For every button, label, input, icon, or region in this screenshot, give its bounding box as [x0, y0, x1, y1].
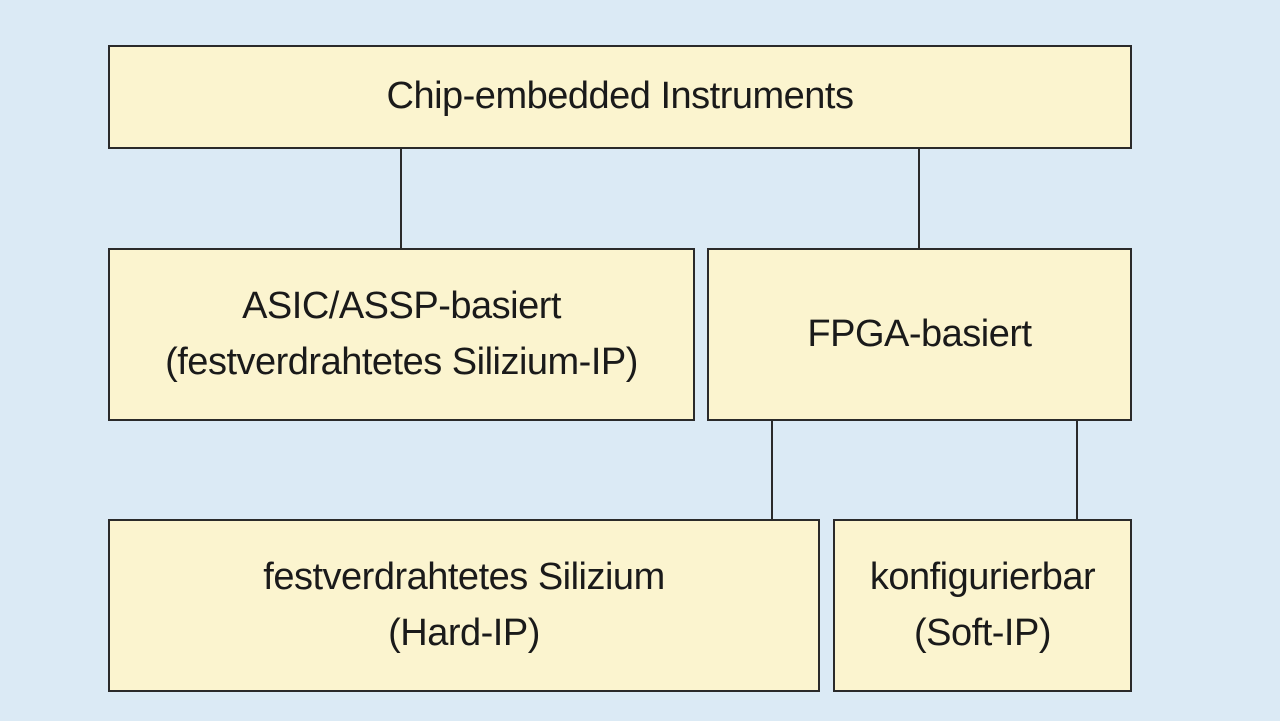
node-sublabel: (Soft-IP) [914, 611, 1051, 654]
connector-root-to-asic [400, 149, 402, 248]
node-sublabel: (festverdrahtetes Silizium-IP) [165, 340, 638, 383]
node-label: festverdrahtetes Silizium [263, 556, 665, 599]
node-label: Chip-embedded Instruments [386, 75, 854, 118]
connector-root-to-fpga [918, 149, 920, 248]
node-label: FPGA-basiert [807, 312, 1032, 355]
node-label: konfigurierbar [869, 556, 1096, 599]
node-hard-ip: festverdrahtetes Silizium (Hard-IP) [108, 519, 820, 692]
node-chip-embedded-instruments: Chip-embedded Instruments [108, 45, 1132, 149]
node-sublabel: (Hard-IP) [388, 611, 540, 654]
connector-fpga-to-soft-ip [1076, 421, 1078, 519]
node-asic-assp-based: ASIC/ASSP-basiert (festverdrahtetes Sili… [108, 248, 695, 421]
node-fpga-based: FPGA-basiert [707, 248, 1132, 421]
node-label: ASIC/ASSP-basiert [242, 285, 561, 328]
connector-fpga-to-hard-ip [771, 421, 773, 519]
node-soft-ip: konfigurierbar (Soft-IP) [833, 519, 1132, 692]
